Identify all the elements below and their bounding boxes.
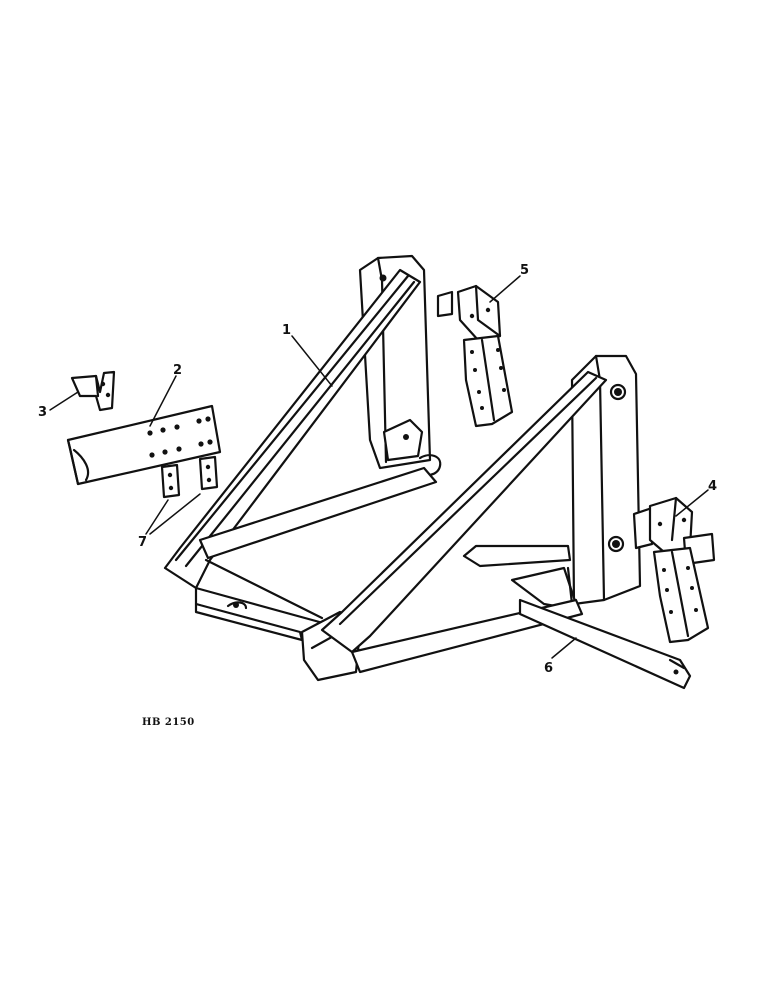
- leader-6: [551, 637, 577, 659]
- leader-3: [49, 391, 79, 411]
- callout-3: 3: [38, 405, 47, 420]
- callout-7: 7: [138, 535, 147, 550]
- leader-4: [675, 489, 709, 517]
- part-1-frame-assembly: [163, 254, 692, 690]
- part-4-hitch-bracket: [632, 496, 716, 644]
- part-7-spacer-blocks: [160, 455, 219, 499]
- callout-4: 4: [708, 479, 717, 494]
- leader-5: [489, 275, 521, 303]
- leader-2: [149, 375, 177, 427]
- leader-1: [291, 335, 333, 387]
- part-2-mounting-plate: [66, 404, 222, 486]
- callout-5: 5: [520, 263, 529, 278]
- part-3-angle-bracket: [70, 370, 116, 412]
- callout-6: 6: [544, 661, 553, 676]
- callout-2: 2: [173, 363, 182, 378]
- part-5-hitch-bracket: [436, 284, 514, 428]
- leader-7b: [149, 493, 201, 535]
- reference-code: HB 2150: [142, 717, 195, 728]
- leader-lines: [49, 275, 709, 659]
- callout-1: 1: [282, 323, 291, 338]
- leader-7a: [145, 499, 169, 535]
